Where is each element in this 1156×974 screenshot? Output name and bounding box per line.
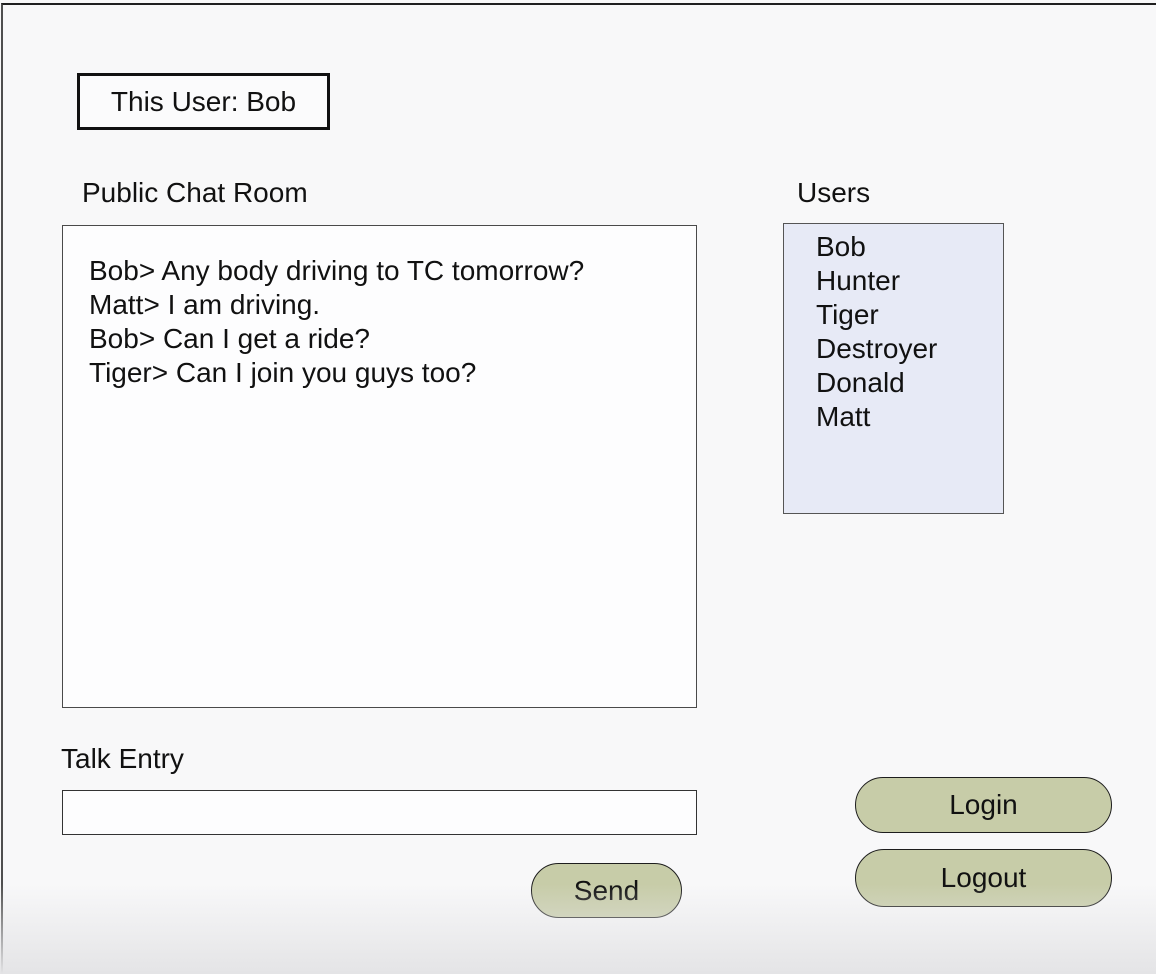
users-label: Users: [797, 177, 871, 208]
current-user-box: This User: Bob: [77, 73, 330, 130]
talk-entry-label: Talk Entry: [61, 743, 184, 774]
logout-button-label: Logout: [940, 862, 1027, 893]
send-button-label: Send: [573, 874, 640, 906]
current-user-label: This User: Bob: [110, 85, 297, 117]
user-list-item[interactable]: Donald: [816, 367, 905, 398]
user-list-item[interactable]: Tiger: [816, 299, 879, 330]
chat-message: Bob> Can I get a ride?: [89, 323, 370, 354]
chat-message-area[interactable]: Bob> Any body driving to TC tomorrow? Ma…: [62, 225, 697, 708]
users-list[interactable]: Bob Hunter Tiger Destroyer Donald Matt: [783, 223, 1004, 514]
chat-room-label: Public Chat Room: [82, 177, 308, 208]
user-list-item[interactable]: Matt: [816, 401, 871, 432]
chat-message: Bob> Any body driving to TC tomorrow?: [89, 255, 585, 286]
user-list-item[interactable]: Destroyer: [816, 333, 938, 364]
send-button[interactable]: Send: [531, 863, 682, 918]
chat-message: Tiger> Can I join you guys too?: [89, 357, 477, 388]
chat-message: Matt> I am driving.: [89, 289, 321, 320]
login-button[interactable]: Login: [855, 777, 1112, 833]
user-list-item[interactable]: Bob: [816, 231, 866, 262]
user-list-item[interactable]: Hunter: [816, 265, 901, 296]
talk-entry-input[interactable]: [62, 790, 697, 835]
logout-button[interactable]: Logout: [855, 849, 1112, 907]
login-button-label: Login: [949, 789, 1018, 820]
